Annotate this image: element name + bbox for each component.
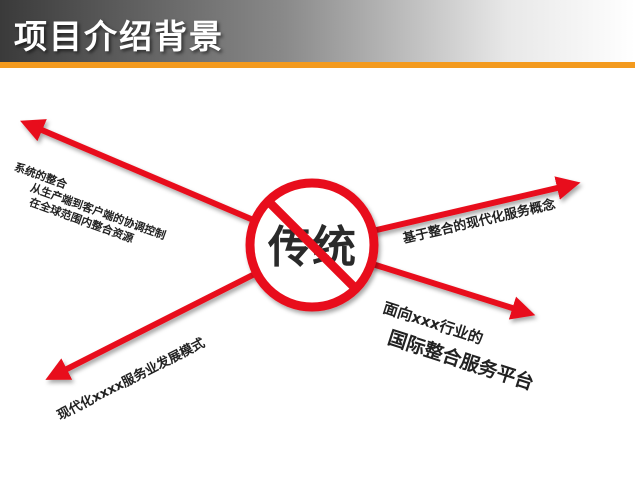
- header: 项目介绍背景: [0, 0, 635, 62]
- prohibition-sign: 传统: [245, 178, 379, 312]
- label-modern-service-model: 现代化xxxx服务业发展模式: [55, 335, 208, 424]
- page-title: 项目介绍背景: [14, 17, 224, 56]
- header-accent-bar: [0, 62, 635, 68]
